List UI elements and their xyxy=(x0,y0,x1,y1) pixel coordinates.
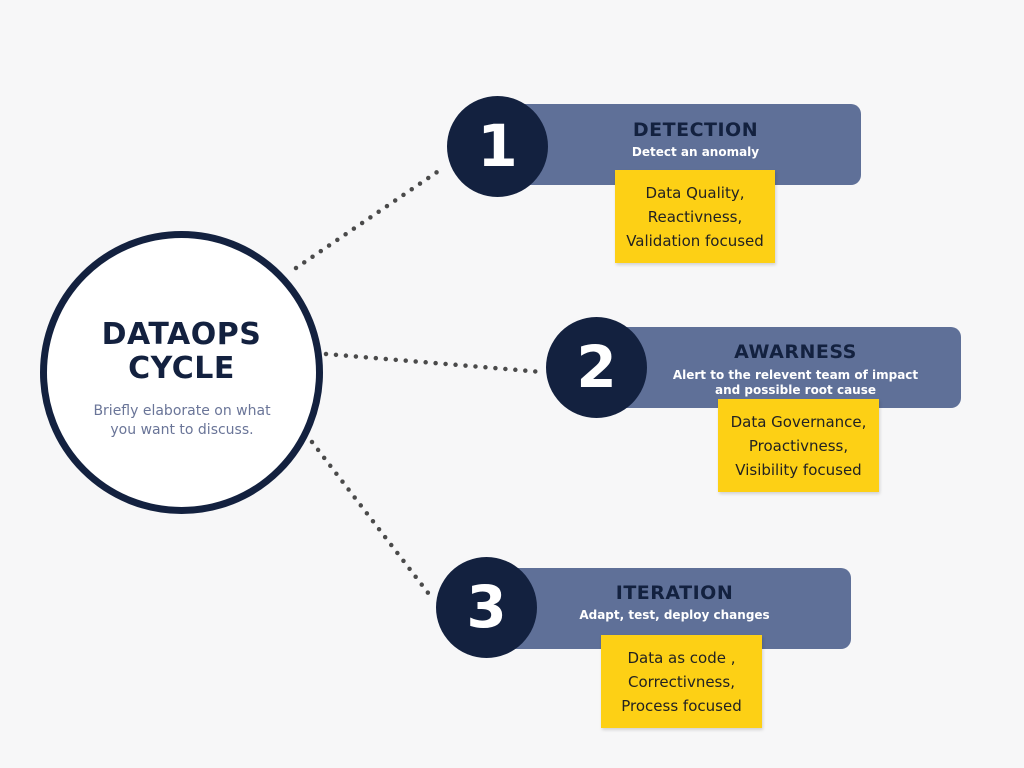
step-1-note-line-2: Reactivness, xyxy=(647,207,743,226)
step-2-subtitle-line-2: and possible root cause xyxy=(714,383,876,397)
main-subtitle-line-2: you want to discuss. xyxy=(110,422,254,438)
step-2-note: Data Governance, Proactivness, Visibilit… xyxy=(718,399,879,492)
step-3-note-line-3: Process focused xyxy=(621,696,742,715)
main-subtitle: Briefly elaborate on what you want to di… xyxy=(77,402,287,440)
dataops-cycle-circle: DATAOPS CYCLE Briefly elaborate on what … xyxy=(40,231,323,514)
step-2-note-line-2: Proactivness, xyxy=(748,436,849,455)
main-title: DATAOPS CYCLE xyxy=(47,318,316,386)
connector-line-1 xyxy=(293,167,443,271)
step-1-note: Data Quality, Reactivness, Validation fo… xyxy=(615,170,775,263)
step-1-note-line-1: Data Quality, xyxy=(645,183,745,202)
step-2-subtitle: Alert to the relevent team of impact and… xyxy=(600,368,961,398)
step-3-number-badge: 3 xyxy=(436,557,537,658)
main-subtitle-line-1: Briefly elaborate on what xyxy=(93,403,271,419)
step-3-note: Data as code , Correctivness, Process fo… xyxy=(601,635,762,728)
step-3-note-line-2: Correctivness, xyxy=(628,672,735,691)
step-2-title: AWARNESS xyxy=(734,341,857,363)
step-2-banner: AWARNESS Alert to the relevent team of i… xyxy=(600,327,961,408)
step-2-number-badge: 2 xyxy=(546,317,647,418)
main-title-line-2: CYCLE xyxy=(128,351,235,386)
step-3-title: ITERATION xyxy=(615,582,734,604)
step-2-note-line-3: Visibility focused xyxy=(735,460,862,479)
step-1-number-badge: 1 xyxy=(447,96,548,197)
step-3-banner: ITERATION Adapt, test, deploy changes xyxy=(490,568,851,649)
main-title-line-1: DATAOPS xyxy=(101,317,262,352)
connector-line-2 xyxy=(323,351,545,375)
step-1-note-line-3: Validation focused xyxy=(626,231,764,250)
connector-line-3 xyxy=(309,439,435,601)
step-2-subtitle-line-1: Alert to the relevent team of impact xyxy=(672,368,919,382)
step-3-note-line-1: Data as code , xyxy=(627,648,736,667)
step-1-title: DETECTION xyxy=(632,119,759,141)
step-1-subtitle: Detect an anomaly xyxy=(631,145,760,159)
step-3-subtitle: Adapt, test, deploy changes xyxy=(579,608,770,622)
step-2-note-line-1: Data Governance, xyxy=(730,412,867,431)
